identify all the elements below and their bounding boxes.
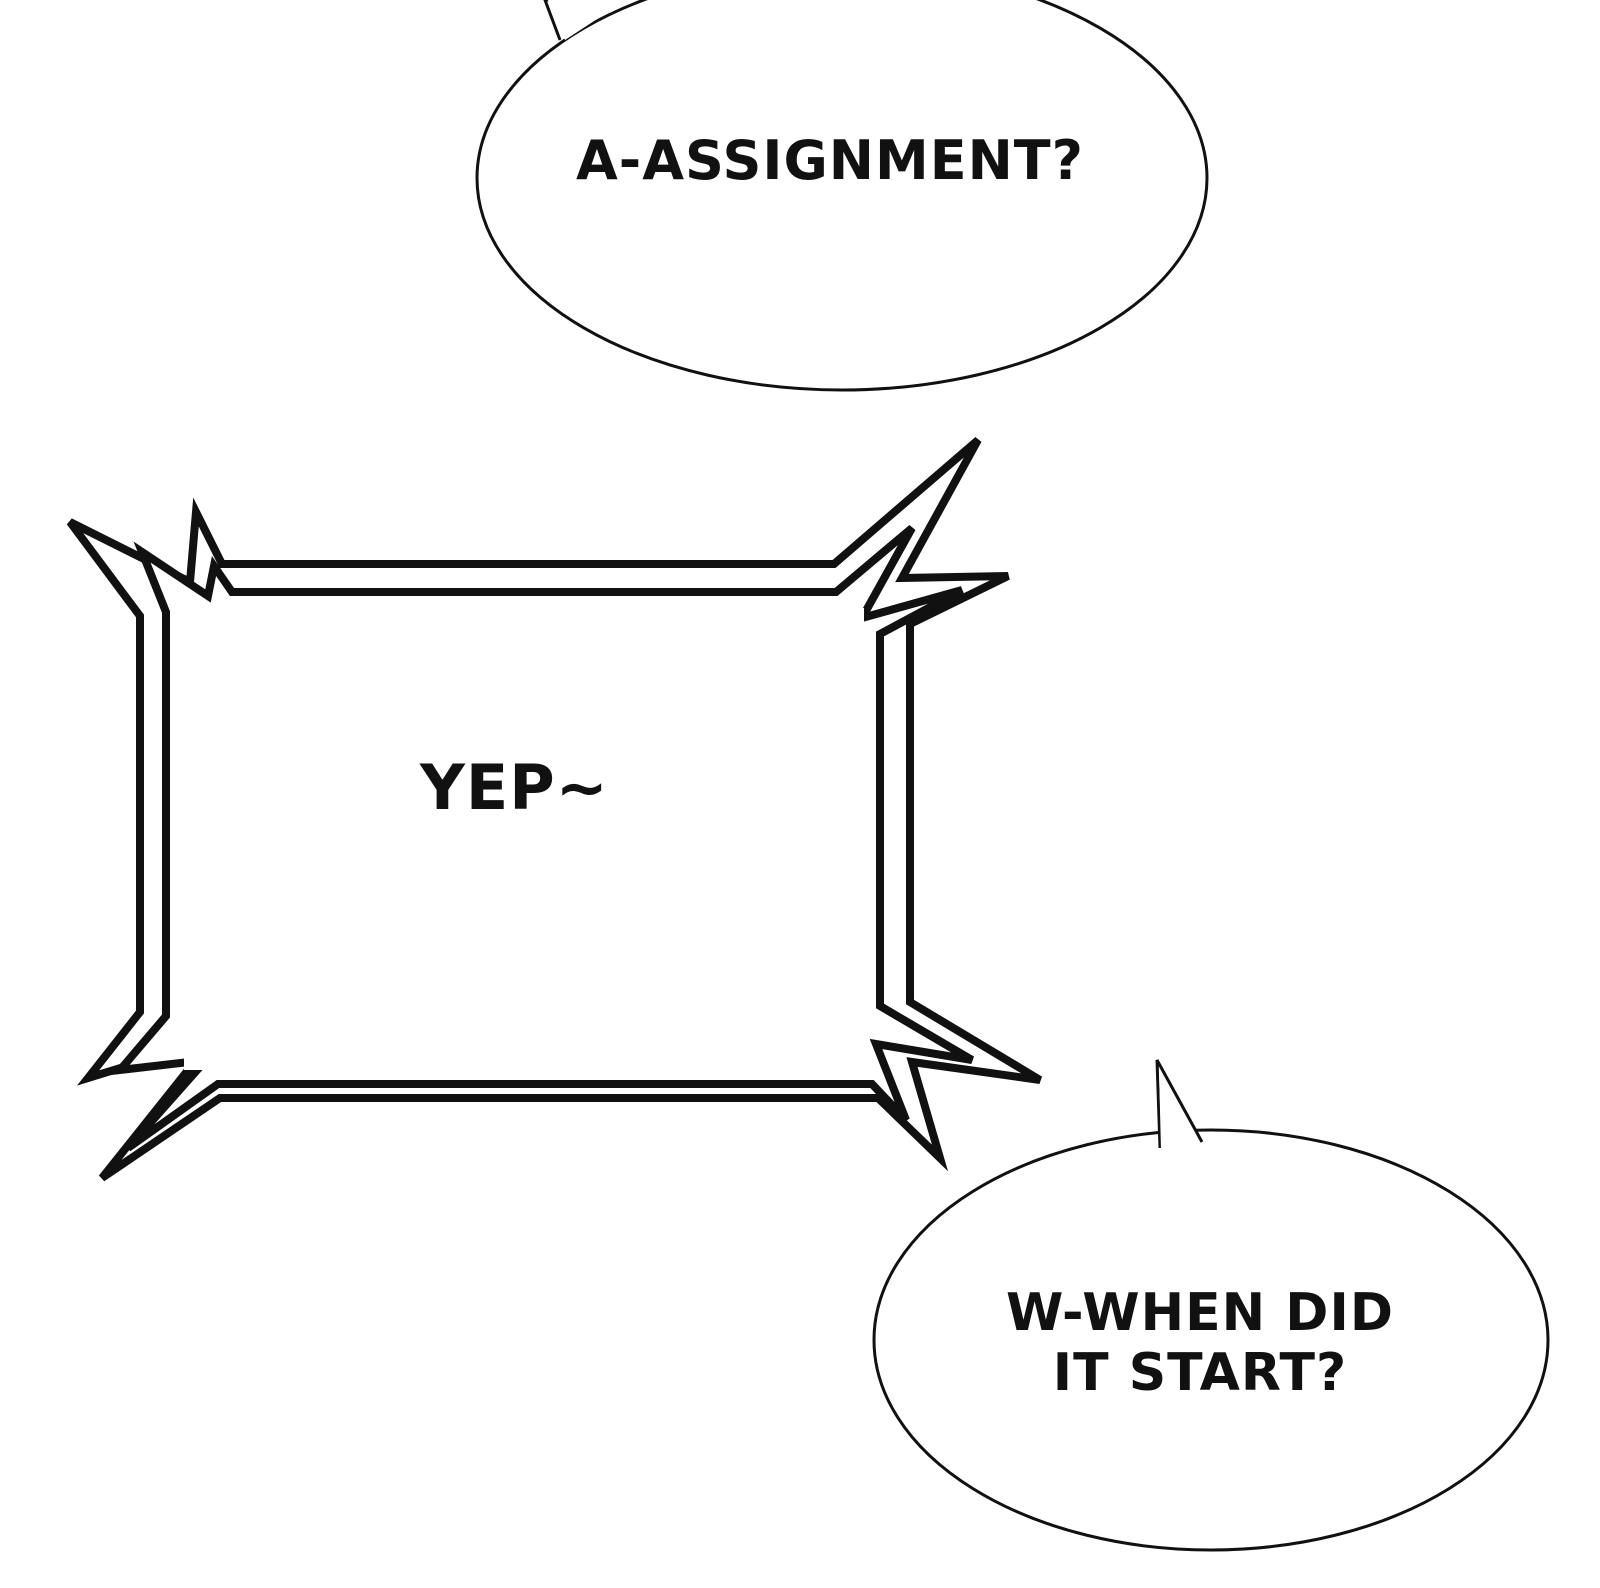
speech-bubble-top xyxy=(475,0,1209,392)
bubble-text-when: W-WHEN DID IT START? xyxy=(1006,1283,1394,1403)
bubble-text-yep: YEP~ xyxy=(420,751,609,824)
bubble-text-assignment: A-ASSIGNMENT? xyxy=(576,129,1084,192)
shout-bubble xyxy=(66,436,1043,1182)
speech-bubble-bottom xyxy=(872,1059,1550,1552)
